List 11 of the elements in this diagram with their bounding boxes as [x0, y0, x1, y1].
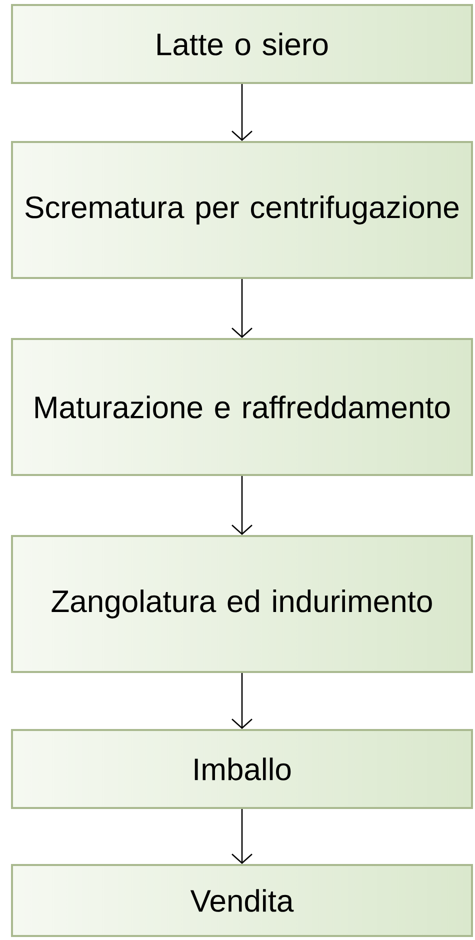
process-box: Latte o siero	[11, 4, 473, 84]
arrow	[232, 476, 252, 535]
arrow	[232, 279, 252, 338]
arrow	[232, 809, 252, 864]
process-box: Imballo	[11, 729, 473, 809]
process-box: Maturazione e raffreddamento	[11, 338, 473, 476]
process-box: Scrematura per centrifugazione	[11, 141, 473, 279]
arrow	[232, 84, 252, 141]
process-box: Vendita	[11, 864, 473, 937]
arrow	[232, 673, 252, 729]
process-box: Zangolatura ed indurimento	[11, 535, 473, 673]
